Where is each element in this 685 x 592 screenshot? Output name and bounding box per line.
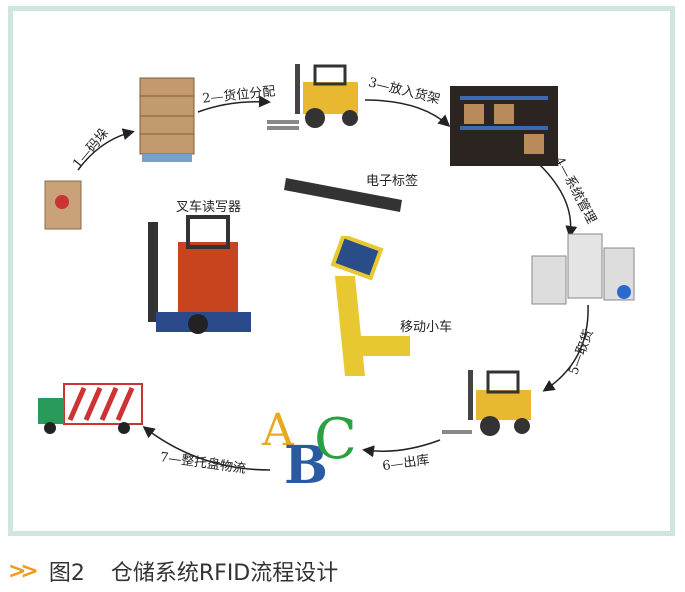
electronic-tag-label: 电子标签 (366, 174, 419, 189)
arrow-6 (362, 439, 441, 458)
arrow-4 (539, 164, 578, 238)
abc-graphic: A B C (262, 405, 362, 496)
flow-arrows (77, 95, 589, 471)
arrow-7 (142, 426, 271, 471)
arrow-3 (364, 99, 451, 127)
figure-title: 仓储系统RFID流程设计 (110, 561, 339, 586)
letter-b: B (284, 435, 328, 496)
arrow-5 (542, 304, 589, 392)
forklift-reader-icon (148, 215, 251, 334)
figure-number: 图2 (48, 561, 85, 586)
chevron-icon: >> (8, 558, 39, 584)
arrow-1 (77, 128, 135, 171)
carton-icon (44, 180, 82, 230)
warehouse-shelf-icon (450, 86, 558, 166)
mobile-cart-label: 移动小车 (400, 320, 453, 335)
arrow-2 (197, 95, 271, 113)
electronic-tag-icon (284, 178, 402, 212)
forklift-pickup-icon (442, 370, 531, 436)
forklift-icon (267, 64, 358, 130)
forklift-reader-label: 叉车读写器 (176, 200, 242, 215)
truck-icon (38, 383, 143, 434)
letter-c: C (314, 407, 357, 472)
letter-a: A (262, 405, 294, 456)
mobile-cart-icon (330, 236, 410, 376)
palletized-boxes-icon (139, 77, 195, 162)
server-icon (531, 233, 635, 305)
figure-caption: >> 图2 仓储系统RFID流程设计 (8, 555, 338, 587)
